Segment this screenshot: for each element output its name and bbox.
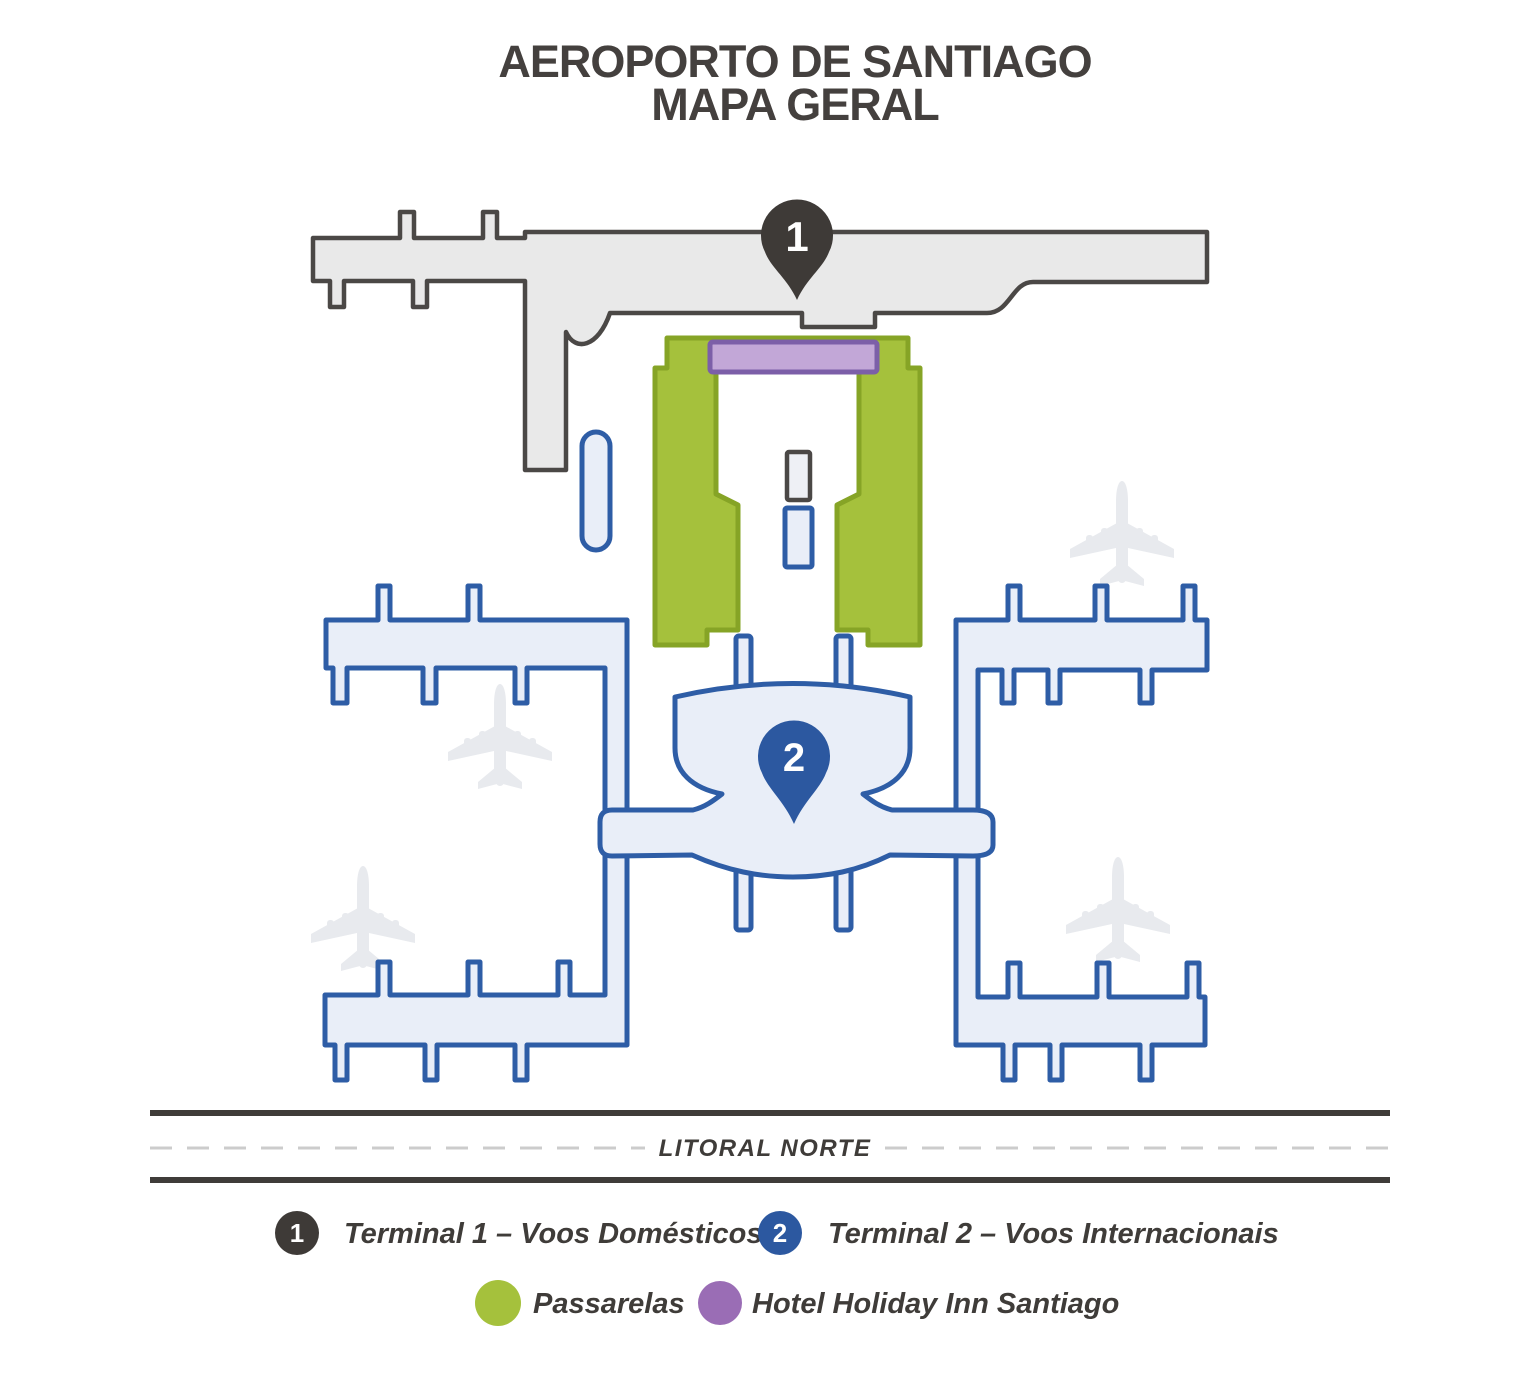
- terminal2-legend-marker: 2: [773, 1218, 787, 1248]
- service-structure-gray: [784, 449, 813, 503]
- terminal2-right-concourses: [953, 583, 1210, 1083]
- terminal2-legend-label: Terminal 2 – Voos Internacionais: [828, 1218, 1279, 1250]
- legend-item-hotel: Hotel Holiday Inn Santiago: [698, 1281, 1119, 1325]
- terminal1-building: [310, 209, 1210, 473]
- terminal1-pin-label: 1: [785, 213, 808, 260]
- map-title-line2: MAPA GERAL: [651, 79, 939, 130]
- airplane-icon: [311, 866, 415, 971]
- terminal2-legend-dot: [758, 1211, 802, 1255]
- map-title-line1: AEROPORTO DE SANTIAGO: [498, 36, 1091, 87]
- terminal2-pin-label: 2: [783, 736, 805, 780]
- legend-item-terminal2: 2 Terminal 2 – Voos Internacionais: [758, 1211, 1279, 1255]
- terminal2-left-concourses: [322, 583, 630, 1083]
- service-structure-blue: [782, 505, 815, 570]
- map-legend: 1 Terminal 1 – Voos Domésticos 2 Termina…: [275, 1211, 1279, 1326]
- airplane-icon: [1066, 857, 1170, 962]
- terminal1-legend-label: Terminal 1 – Voos Domésticos: [344, 1218, 763, 1250]
- hotel-legend-dot: [698, 1281, 742, 1325]
- terminal1-pin: 1: [761, 199, 833, 300]
- passarelas-legend-label: Passarelas: [533, 1288, 685, 1320]
- jet-bridge: [733, 633, 754, 693]
- terminal1-legend-dot: [275, 1211, 319, 1255]
- passarelas-legend-dot: [475, 1280, 521, 1326]
- terminal2-pin: 2: [758, 720, 830, 824]
- road-label: LITORAL NORTE: [659, 1135, 872, 1162]
- hotel-holiday-inn: [707, 339, 880, 375]
- road-litoral-norte: LITORAL NORTE: [150, 1110, 1390, 1183]
- service-pill: [579, 429, 613, 553]
- airplane-icon: [1070, 481, 1174, 586]
- legend-item-passarelas: Passarelas: [475, 1280, 685, 1326]
- airplane-icon: [448, 684, 552, 789]
- terminal1-legend-marker: 1: [290, 1218, 304, 1248]
- hotel-legend-label: Hotel Holiday Inn Santiago: [752, 1288, 1119, 1320]
- jet-bridge: [833, 633, 854, 693]
- legend-item-terminal1: 1 Terminal 1 – Voos Domésticos: [275, 1211, 763, 1255]
